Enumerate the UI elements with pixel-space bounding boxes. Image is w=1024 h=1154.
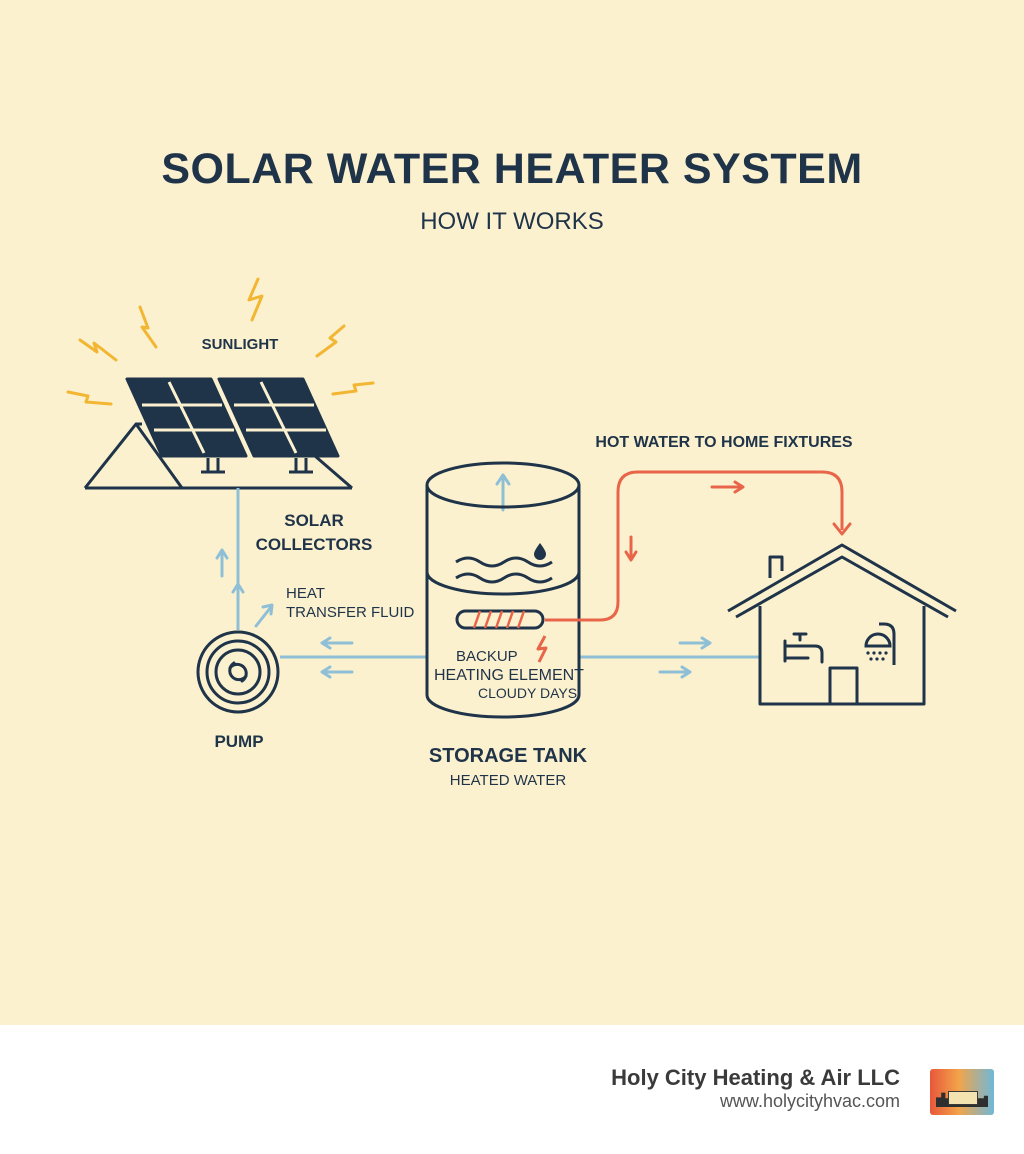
house-icon [727,543,957,706]
backup-label: BACKUP [456,648,518,665]
diagram-canvas: SOLAR WATER HEATER SYSTEM HOW IT WORKS S… [0,0,1024,1025]
cloudy-days-label: CLOUDY DAYS [478,685,577,701]
hot-flow-arrow-icon [624,480,852,562]
pump-icon [196,630,280,714]
solar-water-heater-diagram: SOLAR WATER HEATER SYSTEM HOW IT WORKS S… [66,145,957,789]
company-url[interactable]: www.holycityhvac.com [719,1091,900,1111]
heated-water-label: HEATED WATER [450,772,567,789]
flow-arrow-icon [215,473,712,679]
diagram-title: SOLAR WATER HEATER SYSTEM [161,145,862,193]
hot-pipe [545,470,844,622]
pump-label: PUMP [214,732,263,751]
water-drop-icon [534,543,546,560]
sun-ray-icon [66,277,375,406]
shower-icon [864,622,896,665]
storage-tank-label: STORAGE TANK [429,745,588,767]
company-logo [930,1069,994,1115]
faucet-icon [783,632,824,664]
heat-transfer-fluid-label: HEAT [286,585,325,602]
diagram-subtitle: HOW IT WORKS [420,208,604,235]
solar-collectors-label: SOLAR [284,511,344,530]
heating-element-icon [455,609,548,663]
footer: Holy City Heating & Air LLC www.holycity… [0,1025,1024,1154]
cold-pipe [236,488,760,659]
solar-panel-icon [83,377,353,490]
company-name: Holy City Heating & Air LLC [611,1065,900,1090]
sunlight-label: SUNLIGHT [202,336,279,353]
heating-element-label: HEATING ELEMENT [434,667,584,684]
heat-transfer-fluid-label-2: TRANSFER FLUID [286,604,415,621]
solar-collectors-label-2: COLLECTORS [256,535,373,554]
hot-water-label: HOT WATER TO HOME FIXTURES [595,434,853,451]
storage-tank-icon [425,461,581,719]
